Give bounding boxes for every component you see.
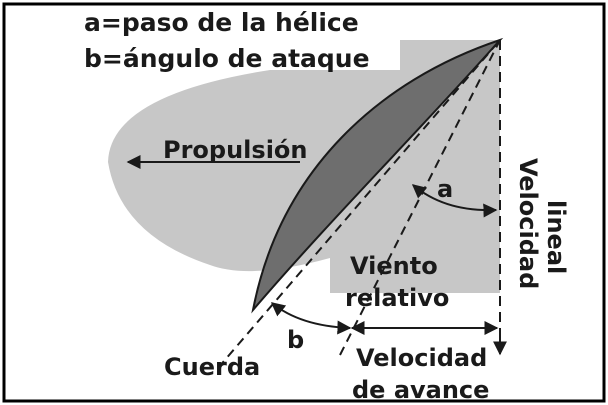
legend-a-definition: a=paso de la hélice <box>84 8 359 37</box>
angle-b-label: b <box>287 326 305 354</box>
angle-a-arc <box>411 184 498 218</box>
linear-velocity-label-line2: lineal <box>542 200 570 275</box>
angle-b-arc <box>270 302 352 335</box>
advance-velocity-label-line2: de avance <box>352 376 490 404</box>
propulsion-label: Propulsión <box>163 136 308 164</box>
relative-wind-label-line2: relativo <box>345 284 450 312</box>
chord-line <box>217 39 501 369</box>
linear-velocity-label-line1: Velocidad <box>514 158 542 290</box>
legend-b-definition: b=ángulo de ataque <box>84 44 370 73</box>
relative-wind-label-line1: Viento <box>350 252 438 280</box>
chord-label: Cuerda <box>164 353 261 381</box>
advance-velocity-label-line1: Velocidad <box>356 344 488 372</box>
angle-a-label: a <box>437 175 454 203</box>
